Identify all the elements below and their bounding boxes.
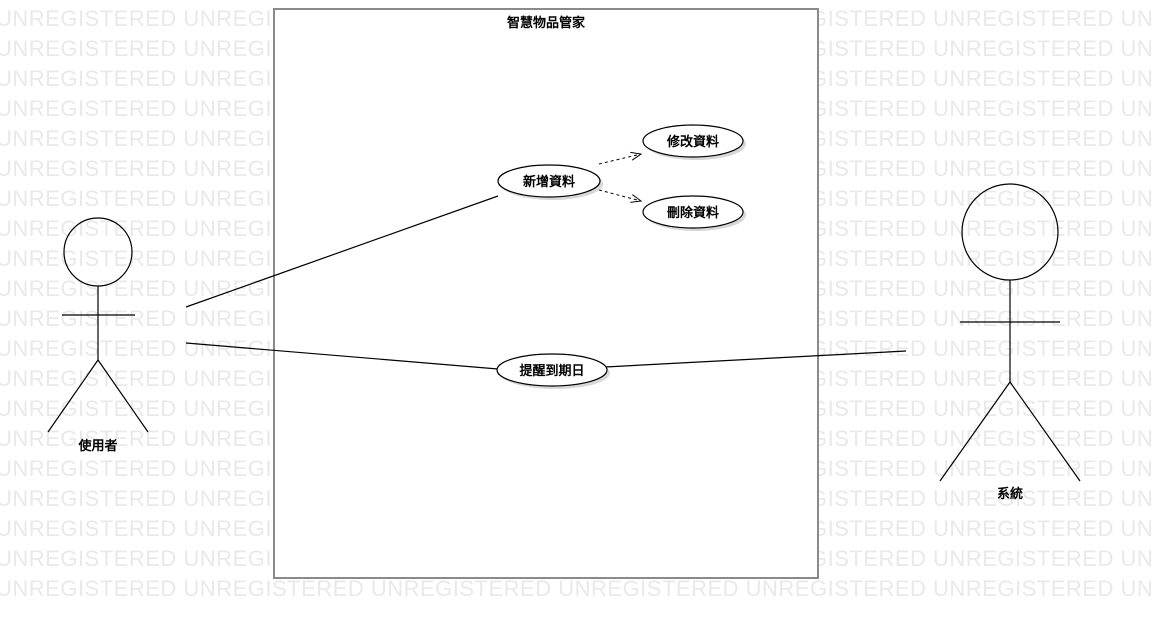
association-user-add[interactable]: [185, 195, 499, 308]
use-case-delete-label: 刪除資料: [667, 205, 719, 221]
watermark-row: UNREGISTERED UNREGISTERED UNREGISTERED U…: [0, 576, 1154, 601]
system-title: 智慧物品管家: [507, 15, 586, 31]
dependency-add-edit[interactable]: [598, 154, 641, 165]
actor-user-label: 使用者: [77, 438, 117, 454]
use-case-remind[interactable]: 提醒到期日: [496, 353, 610, 389]
actor-user[interactable]: 使用者: [47, 217, 149, 454]
actor-user-right-leg: [97, 359, 149, 433]
use-case-edit-label: 修改資料: [666, 134, 719, 150]
association-system-remind[interactable]: [604, 350, 907, 368]
use-case-edit[interactable]: 修改資料: [642, 124, 746, 160]
actor-system[interactable]: 系統: [939, 183, 1081, 502]
dependency-add-delete[interactable]: [598, 189, 641, 201]
association-user-remind[interactable]: [185, 342, 499, 370]
actor-user-left-leg: [47, 359, 99, 433]
use-case-add[interactable]: 新增資料: [497, 164, 603, 200]
actor-user-head: [63, 217, 133, 287]
use-case-remind-label: 提醒到期日: [519, 363, 584, 379]
system-boundary[interactable]: 智慧物品管家: [273, 8, 819, 579]
actor-system-right-leg: [1009, 381, 1081, 482]
actor-system-head: [961, 183, 1059, 281]
use-case-delete[interactable]: 刪除資料: [642, 195, 746, 231]
use-case-add-label: 新增資料: [523, 174, 575, 190]
actor-system-left-leg: [939, 381, 1011, 482]
actor-system-label: 系統: [997, 486, 1023, 502]
